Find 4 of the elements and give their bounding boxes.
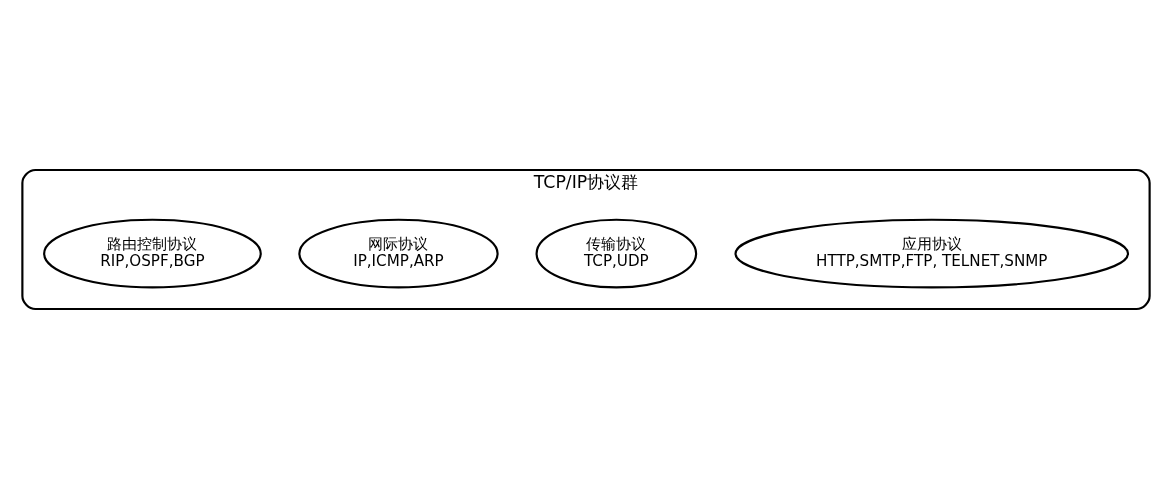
node-ellipse: 路由控制协议 RIP,OSPF,BGP — [43, 218, 262, 289]
node-ellipse: 传输协议 TCP,UDP — [535, 218, 698, 289]
node-ellipse: 应用协议 HTTP,SMTP,FTP, TELNET,SNMP — [734, 218, 1130, 289]
node-ellipse: 网际协议 IP,ICMP,ARP — [298, 218, 499, 289]
